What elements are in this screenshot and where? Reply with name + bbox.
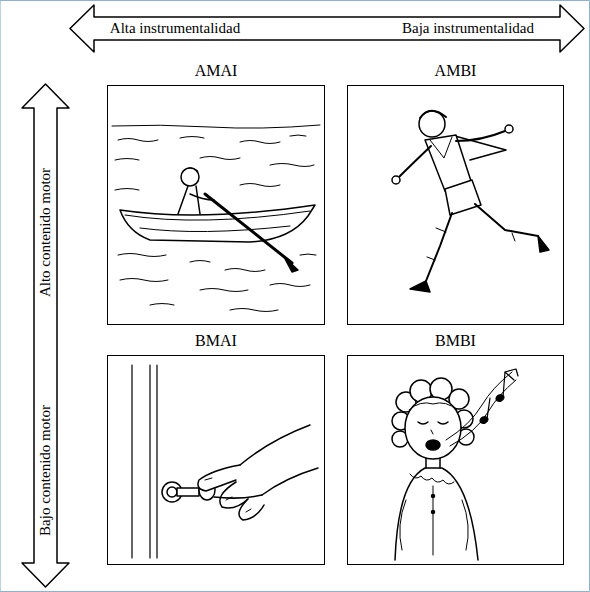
- panel-heading: BMBI: [348, 331, 563, 351]
- illustration-panel: AMBI: [347, 85, 564, 325]
- instrumentality-arrow: [70, 5, 584, 52]
- illustration-panel: BMAI: [107, 355, 325, 565]
- running-boy-drawing: [392, 111, 549, 292]
- singing-girl-drawing: [392, 369, 518, 560]
- panel-heading: BMAI: [108, 331, 324, 351]
- axis-label: Baja instrumentalidad: [399, 20, 537, 37]
- axis-label: Alta instrumentalidad: [107, 20, 243, 37]
- panel-heading: AMAI: [108, 61, 324, 81]
- key-hand-drawing: [132, 365, 318, 558]
- axis-label: Bajo contenido motor: [37, 402, 54, 539]
- motor-content-arrow: [22, 84, 69, 587]
- panel-heading: AMBI: [348, 61, 563, 81]
- illustration-panel: AMAI: [107, 85, 325, 325]
- rowing-drawing: [112, 125, 320, 312]
- axis-label: Alto contenido motor: [37, 164, 54, 299]
- illustration-panel: BMBI: [347, 355, 564, 565]
